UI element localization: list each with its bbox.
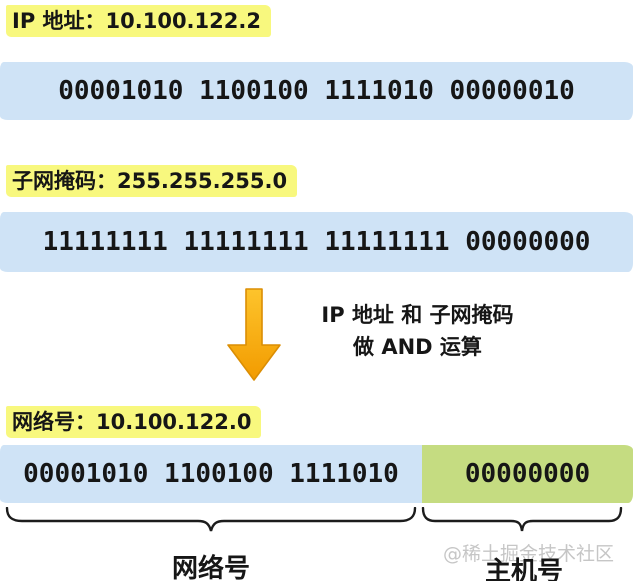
operation-description: IP 地址 和 子网掩码 做 AND 运算 [300, 299, 535, 363]
network-bits-segment: 00001010 1100100 1111010 [0, 445, 422, 503]
operation-line1: IP 地址 和 子网掩码 [321, 303, 514, 327]
watermark: @稀土掘金技术社区 [443, 543, 615, 565]
network-number-label: 网络号：10.100.122.0 [6, 406, 262, 438]
ip-binary-text: 00001010 1100100 1111010 00000010 [58, 76, 575, 106]
subnet-mask-label: 子网掩码：255.255.255.0 [6, 165, 298, 197]
host-brace-icon [421, 507, 623, 532]
ip-address-label: IP 地址：10.100.122.2 [6, 5, 271, 37]
down-arrow-icon [227, 288, 281, 381]
host-legend-label: 主机号 [484, 557, 564, 581]
ip-binary-bar: 00001010 1100100 1111010 00000010 [0, 62, 633, 120]
mask-binary-text: 11111111 11111111 11111111 00000000 [42, 227, 591, 257]
result-binary-bar: 00001010 1100100 1111010 00000000 [0, 445, 633, 503]
network-legend-label: 网络号 [171, 554, 251, 581]
host-bits-text: 00000000 [464, 459, 591, 489]
host-bits-segment: 00000000 [422, 445, 633, 503]
mask-binary-bar: 11111111 11111111 11111111 00000000 [0, 212, 633, 272]
network-bits-text: 00001010 1100100 1111010 [23, 459, 399, 489]
operation-line2: 做 AND 运算 [353, 335, 482, 359]
network-brace-icon [5, 507, 417, 532]
